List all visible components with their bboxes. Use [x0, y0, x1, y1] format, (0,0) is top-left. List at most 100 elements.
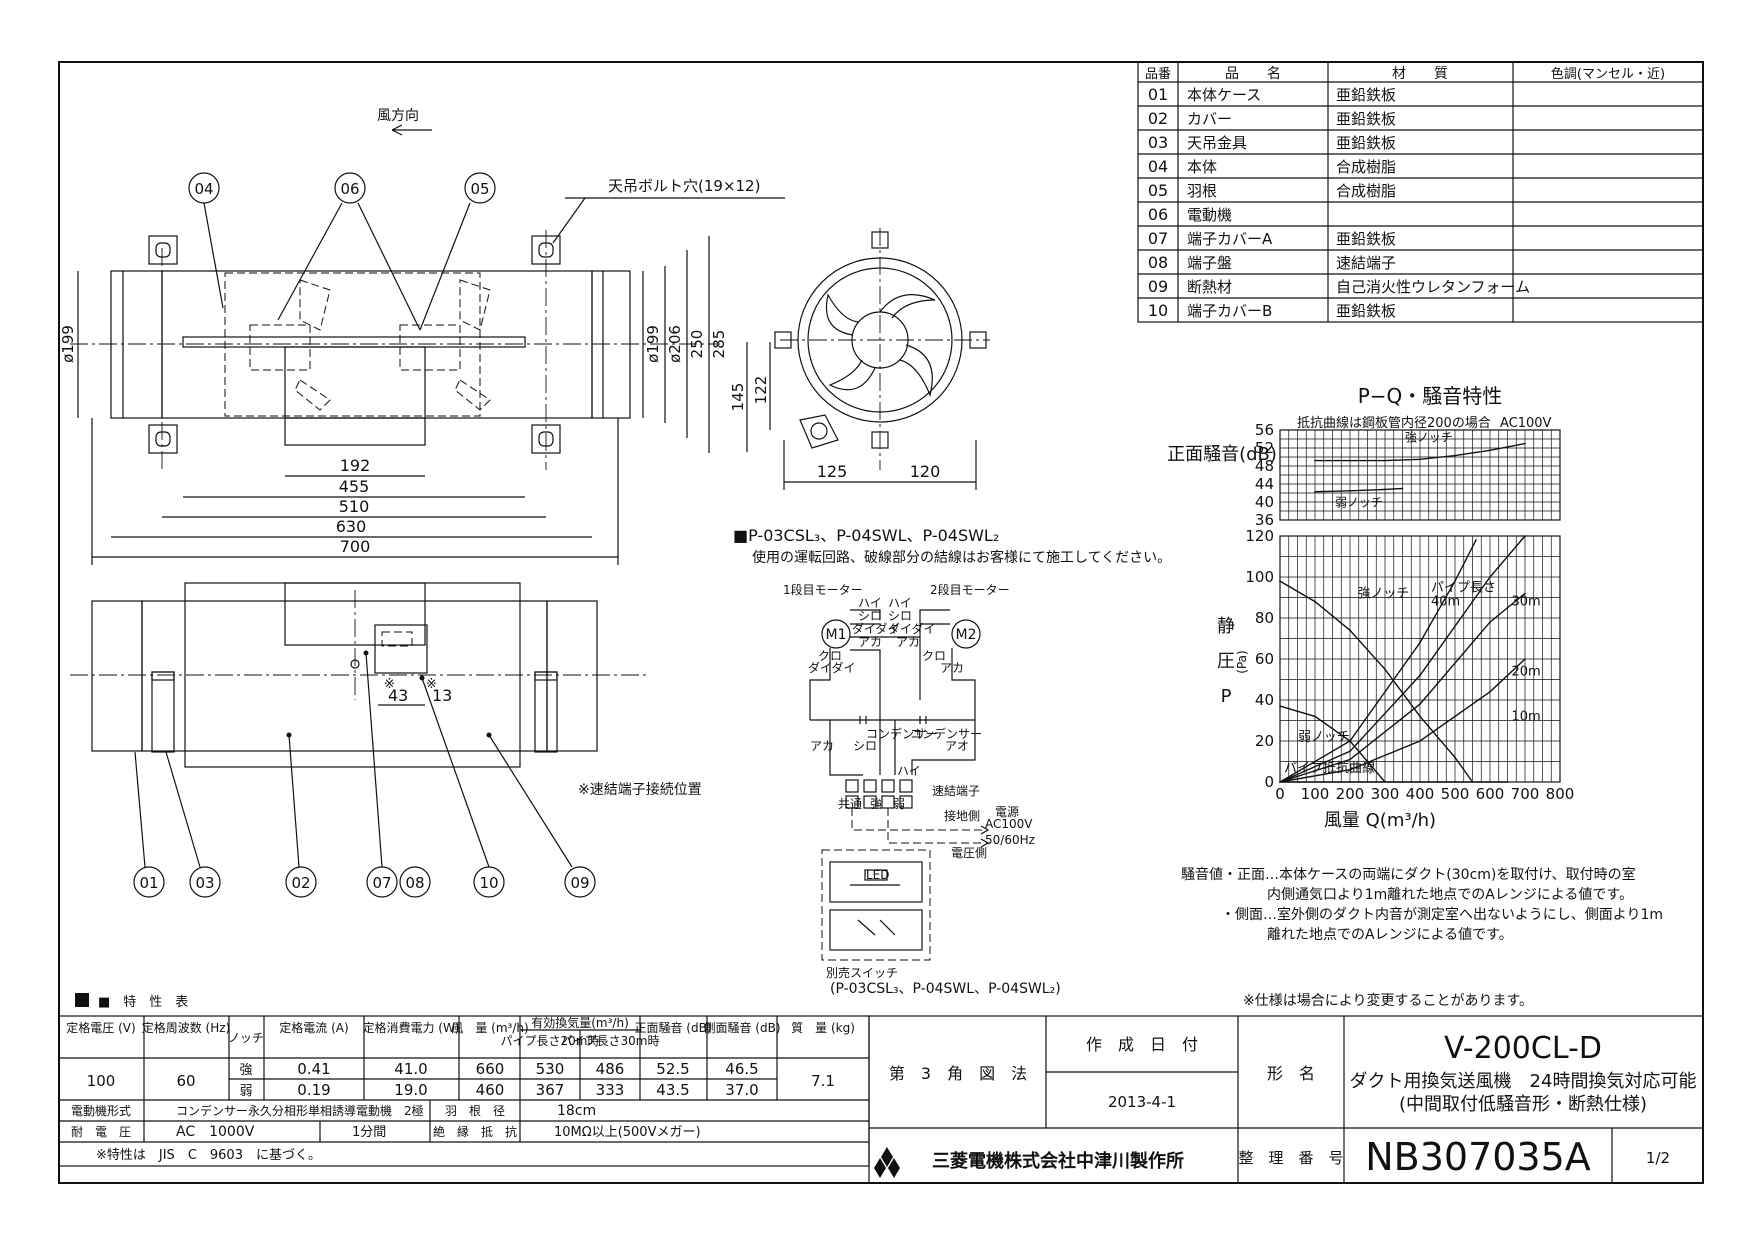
svg-text:材 質: 材 質 — [1392, 66, 1448, 82]
y-tick-label: 0 — [1264, 773, 1274, 791]
y-tick-label: 56 — [1255, 421, 1274, 439]
svg-text:共通: 共通 — [838, 797, 862, 811]
series-label: 40m — [1431, 595, 1460, 610]
svg-text:電源: 電源 — [995, 805, 1019, 819]
svg-text:コンデンサー永久分相形単相誘導電動機 2極: コンデンサー永久分相形単相誘導電動機 2極 — [176, 1103, 424, 1118]
svg-text:285: 285 — [710, 330, 728, 359]
wind-arrow-icon — [391, 124, 432, 136]
x-tick-label: 600 — [1476, 785, 1505, 803]
title-block: 第 3 角 図 法 作 成 日 付 2013-4-1 形 名 V-200CL-D… — [868, 1015, 1704, 1184]
data-point — [1454, 454, 1456, 457]
svg-text:10: 10 — [479, 874, 498, 892]
model-name: V-200CL-D — [1444, 1031, 1602, 1066]
svg-text:0.19: 0.19 — [297, 1081, 330, 1099]
side-view: 145 122 125 120 — [729, 228, 990, 490]
data-point — [1524, 658, 1526, 660]
data-point — [1524, 592, 1526, 595]
svg-text:660: 660 — [476, 1060, 505, 1078]
y-tick-label: 36 — [1255, 511, 1274, 529]
series-label: 強ノッチ — [1358, 587, 1410, 602]
data-point — [1419, 715, 1421, 718]
data-point — [1349, 489, 1351, 492]
svg-text:04: 04 — [1148, 157, 1168, 176]
svg-text:07: 07 — [372, 874, 391, 892]
svg-text:367: 367 — [536, 1081, 565, 1099]
svg-text:09: 09 — [1148, 277, 1168, 296]
svg-text:正面騒音 (dB): 正面騒音 (dB) — [634, 1020, 711, 1035]
svg-text:電圧側: 電圧側 — [951, 846, 987, 860]
terminal-note: ※速結端子接続位置 — [578, 781, 702, 798]
dim-122: 122 — [752, 376, 770, 405]
svg-text:AC100V: AC100V — [985, 817, 1033, 831]
svg-text:P: P — [1221, 686, 1232, 707]
svg-text:06: 06 — [1148, 205, 1168, 224]
svg-text:7.1: 7.1 — [811, 1072, 835, 1090]
projection: 第 3 角 図 法 — [889, 1064, 1027, 1083]
company-name: 三菱電機株式会社中津川製作所 — [932, 1150, 1184, 1172]
svg-text:合成樹脂: 合成樹脂 — [1336, 158, 1396, 176]
svg-text:ø206: ø206 — [666, 325, 684, 363]
svg-text:ハイ: ハイ — [888, 596, 912, 610]
data-point — [1454, 580, 1456, 582]
svg-text:アオ: アオ — [945, 739, 969, 753]
svg-text:02: 02 — [1148, 109, 1168, 128]
data-point — [1314, 459, 1316, 462]
data-point — [1454, 756, 1456, 759]
svg-text:シロ: シロ — [888, 609, 912, 623]
svg-text:静: 静 — [1217, 616, 1235, 637]
switch-label: 別売スイッチ — [826, 965, 898, 980]
svg-text:※: ※ — [426, 677, 437, 692]
svg-text:05: 05 — [1148, 181, 1168, 200]
svg-text:01: 01 — [1148, 85, 1168, 104]
y-tick-label: 120 — [1245, 527, 1274, 545]
data-point — [1419, 781, 1421, 783]
svg-text:有効換気量(m³/h): 有効換気量(m³/h) — [531, 1015, 629, 1030]
data-point — [1489, 621, 1491, 623]
svg-text:強: 強 — [239, 1063, 252, 1078]
dim-630: 630 — [336, 517, 367, 536]
data-point — [1506, 781, 1509, 783]
svg-text:速結端子: 速結端子 — [932, 784, 980, 798]
svg-text:10MΩ以上(500Vメガー): 10MΩ以上(500Vメガー) — [554, 1125, 701, 1140]
svg-text:333: 333 — [596, 1081, 625, 1099]
svg-text:03: 03 — [195, 874, 214, 892]
svg-text:品 名: 品 名 — [1225, 66, 1281, 82]
y-tick-label: 40 — [1255, 691, 1274, 709]
dim-455: 455 — [339, 477, 370, 496]
svg-text:03: 03 — [1148, 133, 1168, 152]
svg-text:接地側: 接地側 — [944, 808, 980, 823]
creation-date: 2013-4-1 — [1108, 1093, 1176, 1111]
svg-text:ダイダイ: ダイダイ — [888, 621, 936, 636]
data-point — [1419, 703, 1421, 705]
svg-text:端子カバーA: 端子カバーA — [1187, 230, 1273, 248]
data-point — [1384, 668, 1386, 671]
spec-change-note: ※仕様は場合により変更することがあります。 — [1243, 992, 1533, 1009]
svg-text:形 名: 形 名 — [1267, 1064, 1315, 1083]
data-point — [1475, 539, 1477, 541]
svg-text:43.5: 43.5 — [656, 1081, 689, 1099]
svg-text:60: 60 — [176, 1072, 195, 1090]
svg-text:電動機: 電動機 — [1187, 206, 1232, 224]
svg-text:ダイダイ: ダイダイ — [808, 660, 856, 675]
svg-text:(Pa): (Pa) — [1235, 650, 1249, 673]
svg-text:05: 05 — [470, 180, 489, 198]
svg-text:M1: M1 — [826, 627, 847, 643]
spec-values: 100 60 7.1 強 0.41 41.0 660 530 486 52.5 … — [87, 1060, 835, 1099]
chart-title: P−Q・騒音特性 — [1358, 384, 1503, 408]
svg-text:(中間取付低騒音形・断熱仕様): (中間取付低騒音形・断熱仕様) — [1399, 1094, 1647, 1115]
svg-text:1分間: 1分間 — [352, 1125, 386, 1140]
data-point — [1349, 758, 1351, 761]
dim-left-199: ø199 — [59, 325, 77, 363]
series-label: 10m — [1512, 710, 1541, 725]
wiring-note: 使用の運転回路、破線部分の結線はお客様にて施工してください。 — [752, 549, 1171, 566]
svg-text:パイプ長さ30m時: パイプ長さ30m時 — [561, 1034, 660, 1048]
data-point — [1489, 691, 1491, 693]
svg-text:亜鉛鉄板: 亜鉛鉄板 — [1336, 86, 1396, 104]
svg-text:耐 電 圧: 耐 電 圧 — [71, 1125, 131, 1139]
svg-text:質 量 (kg): 質 量 (kg) — [791, 1020, 855, 1035]
svg-text:18cm: 18cm — [557, 1103, 596, 1119]
x-tick-label: 400 — [1406, 785, 1435, 803]
y-tick-label: 60 — [1255, 650, 1274, 668]
